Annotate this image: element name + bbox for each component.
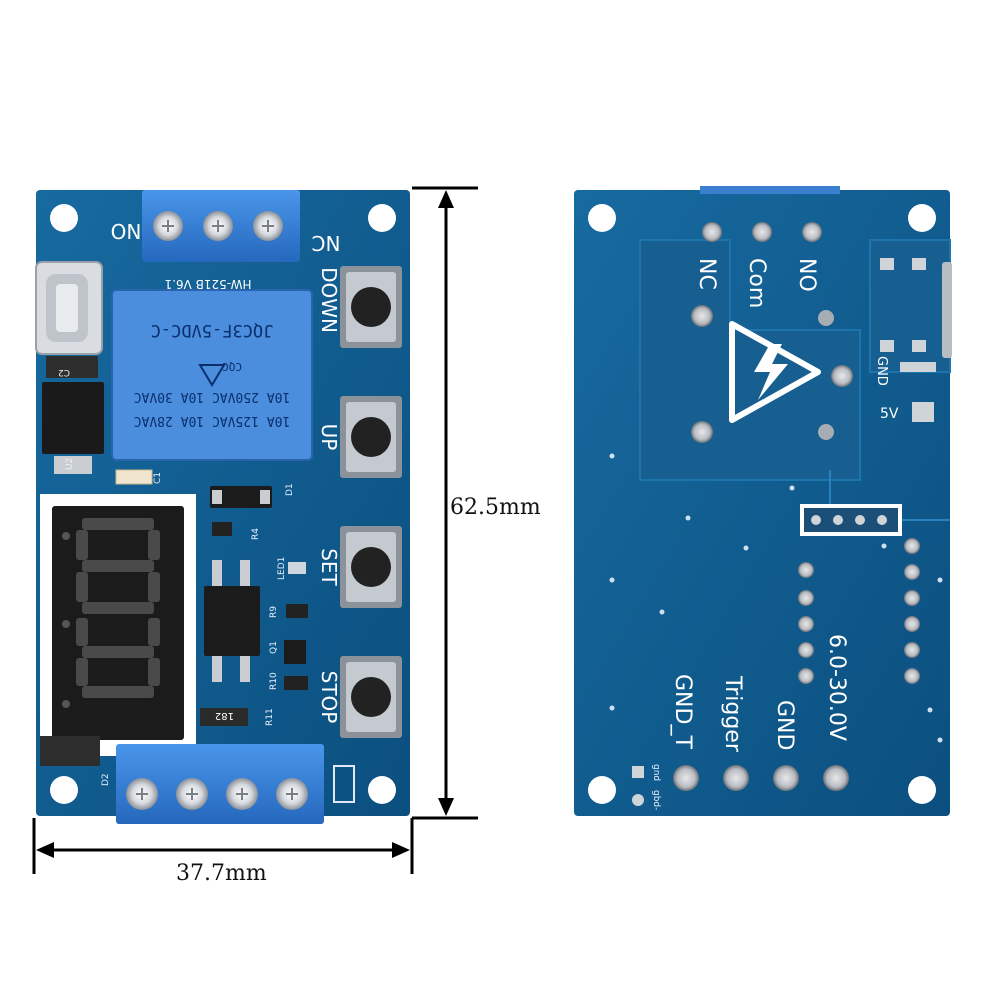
high-voltage-warning-icon [729,321,821,423]
back-label-gnd-small: gnd [651,764,661,781]
seven-segment-display [40,494,196,766]
width-dimension: 37.7mm [32,818,414,886]
button-label-down: DOWN [317,267,341,333]
relay: 10A 125VAC 10A 28VAC 10A 250VAC 10A 30VA… [111,289,313,461]
voltage-regulator [42,356,104,474]
button-down [340,266,402,348]
back-label-voltage-range: 6.0-30.0V [824,634,849,741]
relay-model: JQC3F-5VDC-C [151,320,274,340]
back-label-5v: 5V [880,406,899,422]
button-up [340,396,402,478]
label-d2: D2 [101,773,111,786]
label-r9: R9 [269,606,279,618]
back-label-trigger: Trigger [720,675,745,753]
back-label-gnd-input: GND [772,700,797,750]
button-label-up: UP [317,424,341,451]
back-board: NC Com NO GND 5V 6.0-30.0V [574,186,952,816]
button-stop [340,656,402,738]
label-u2: U2 [65,458,75,470]
back-label-no: NO [794,258,819,292]
resistor-code: 182 [215,710,234,721]
height-label: 62.5mm [450,495,541,520]
label-q1: Q1 [269,641,279,654]
front-board: NO NC HW-521B V6.1 10A 125VAC 10A 28VAC … [35,190,410,824]
label-led1: LED1 [277,557,287,580]
terminal-label-no: NO [111,219,142,243]
back-label-gnd-t: GND_T [670,674,695,749]
input-terminal [116,744,324,824]
label-r4: R4 [251,528,261,540]
relay-line-1: 10A 250VAC 10A 30VAC [134,389,291,404]
button-label-set: SET [317,548,341,586]
label-c1: C1 [153,472,163,484]
label-c2: C2 [58,367,70,377]
terminal-label-nc: NC [312,231,341,255]
label-r11: R11 [265,708,275,726]
relay-logo-text: CQC [222,360,242,373]
label-r10: R10 [269,672,279,690]
label-d1: D1 [285,483,295,496]
button-label-stop: STOP [317,671,341,724]
button-set [340,526,402,608]
warning-triangle-icon [198,364,226,387]
usb-c-port [35,261,103,355]
height-dimension: 62.5mm [412,186,552,820]
back-label-nc: NC [694,258,719,290]
back-label-com: Com [744,258,769,308]
back-label-gnd-top: GND [874,356,889,386]
width-label: 37.7mm [176,861,267,886]
relay-output-terminal [142,190,300,262]
back-label-gbd-small: gbd- [651,790,661,810]
board-model-label: HW-521B V6.1 [165,277,252,291]
optocoupler [204,560,260,682]
relay-line-2: 10A 125VAC 10A 28VAC [134,413,291,428]
